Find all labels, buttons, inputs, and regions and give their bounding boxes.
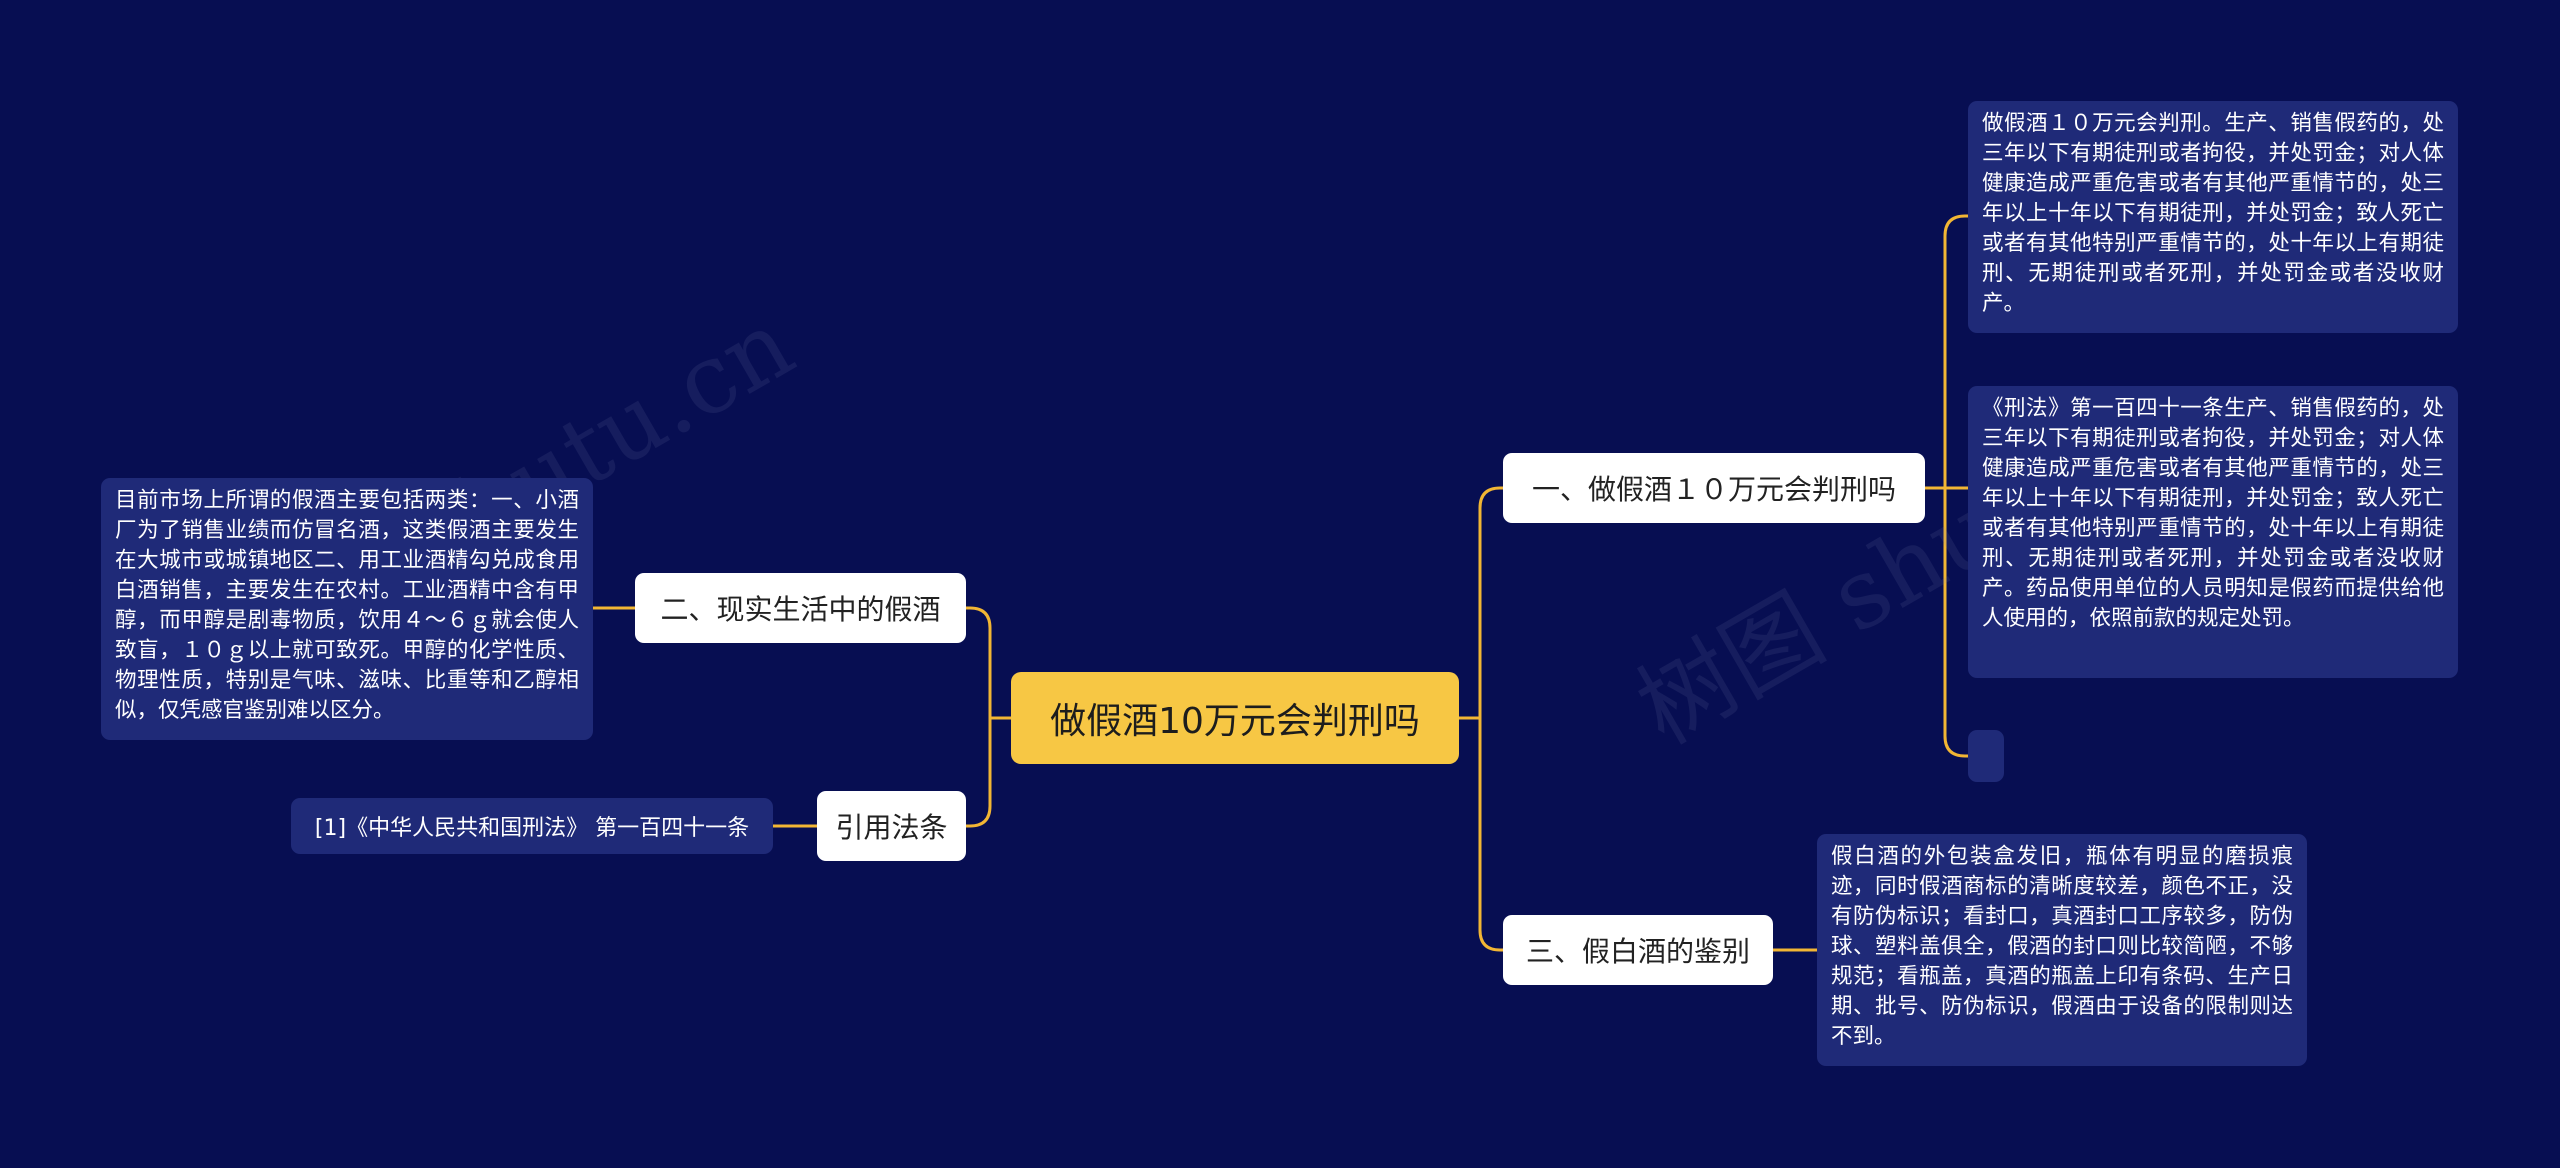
- branch-topic-cite[interactable]: 引用法条: [817, 791, 966, 861]
- leaf-note-4[interactable]: 假白酒的外包装盒发旧，瓶体有明显的磨损痕迹，同时假酒商标的清晰度较差，颜色不正，…: [1817, 834, 2307, 1066]
- root-topic[interactable]: 做假酒10万元会判刑吗: [1011, 672, 1459, 764]
- branch-topic-2[interactable]: 二、现实生活中的假酒: [635, 573, 966, 643]
- branch-topic-3[interactable]: 三、假白酒的鉴别: [1503, 915, 1773, 985]
- link-root-b3: [964, 606, 1013, 720]
- leaf-note-2[interactable]: 《刑法》第一百四十一条生产、销售假药的，处三年以下有期徒刑或者拘役，并处罚金；对…: [1968, 386, 2458, 678]
- leaf-note-citation[interactable]: [1]《中华人民共和国刑法》 第一百四十一条: [291, 798, 773, 854]
- leaf-note-1[interactable]: 做假酒１０万元会判刑。生产、销售假药的，处三年以下有期徒刑或者拘役，并处罚金；对…: [1968, 101, 2458, 333]
- link-b1-l1: [1923, 214, 1970, 490]
- leaf-note-5[interactable]: 目前市场上所谓的假酒主要包括两类：一、小酒厂为了销售业绩而仿冒名酒，这类假酒主要…: [101, 478, 593, 740]
- leaf-note-empty[interactable]: [1968, 730, 2004, 782]
- link-root-b1: [1457, 486, 1505, 720]
- link-root-b2: [1457, 716, 1505, 952]
- branch-topic-1[interactable]: 一、做假酒１０万元会判刑吗: [1503, 453, 1925, 523]
- link-root-b4: [964, 716, 1013, 828]
- link-b1-l3: [1923, 486, 1970, 758]
